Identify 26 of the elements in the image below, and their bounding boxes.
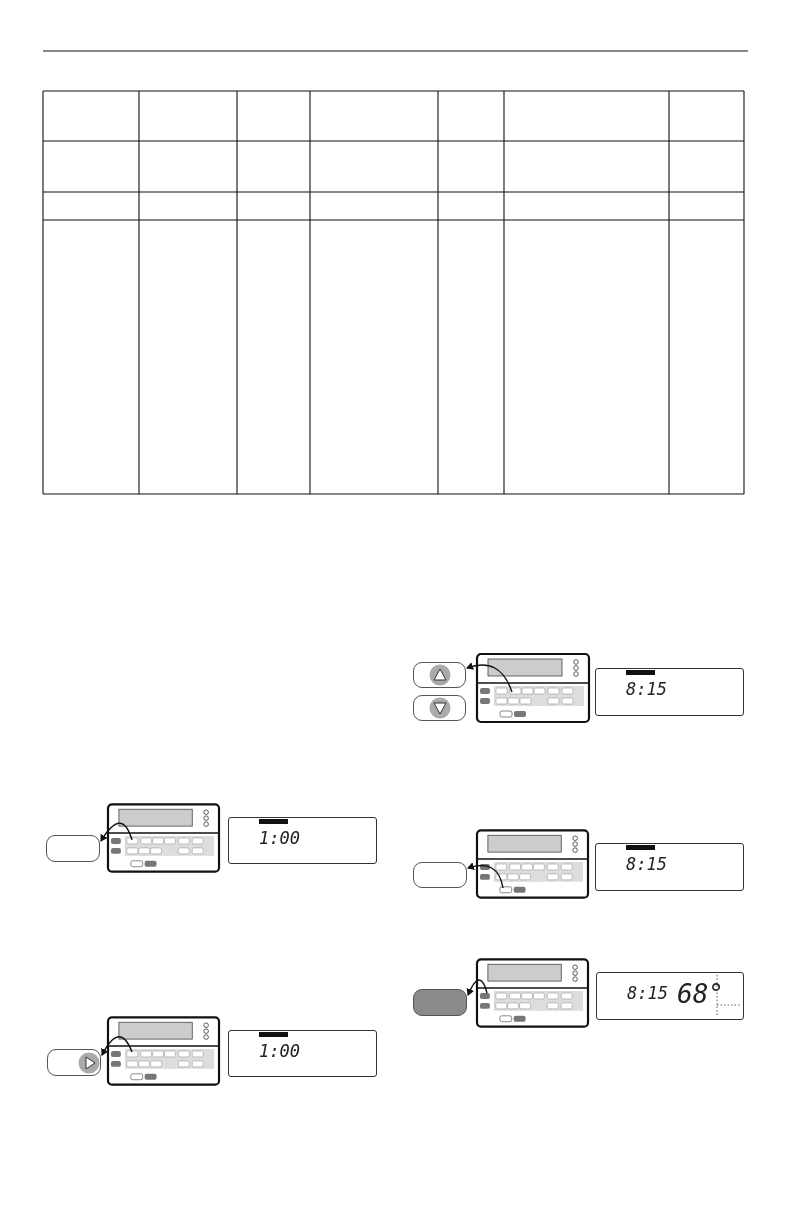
arrow xyxy=(466,979,488,996)
thermostat-drawing xyxy=(107,1016,220,1086)
time-readout: 8:15 xyxy=(626,856,667,873)
time-readout: 8:15 xyxy=(627,985,668,1002)
thermostat-drawing xyxy=(476,958,589,1028)
lcd-display xyxy=(228,817,377,864)
thermostat-button xyxy=(413,695,466,721)
thermostat-button xyxy=(46,835,100,862)
thermostat-drawing xyxy=(107,803,220,873)
thermostat-drawing xyxy=(476,829,589,899)
time-readout: 1:00 xyxy=(259,1043,300,1060)
temperature-readout: 68° xyxy=(677,981,724,1007)
lcd-display xyxy=(595,843,744,891)
arrow xyxy=(101,1036,133,1056)
lcd-display xyxy=(228,1030,377,1077)
time-readout: 1:00 xyxy=(259,830,300,847)
thermostat-button xyxy=(413,662,466,688)
thermostat-drawing xyxy=(476,653,590,723)
lcd-display xyxy=(595,668,744,716)
time-readout: 8:15 xyxy=(626,681,667,698)
thermostat-button xyxy=(47,1049,101,1076)
thermostat-button xyxy=(413,862,467,888)
arrow xyxy=(466,662,513,693)
lcd-display xyxy=(596,972,744,1020)
arrow xyxy=(467,862,504,889)
thermostat-button xyxy=(413,989,467,1016)
